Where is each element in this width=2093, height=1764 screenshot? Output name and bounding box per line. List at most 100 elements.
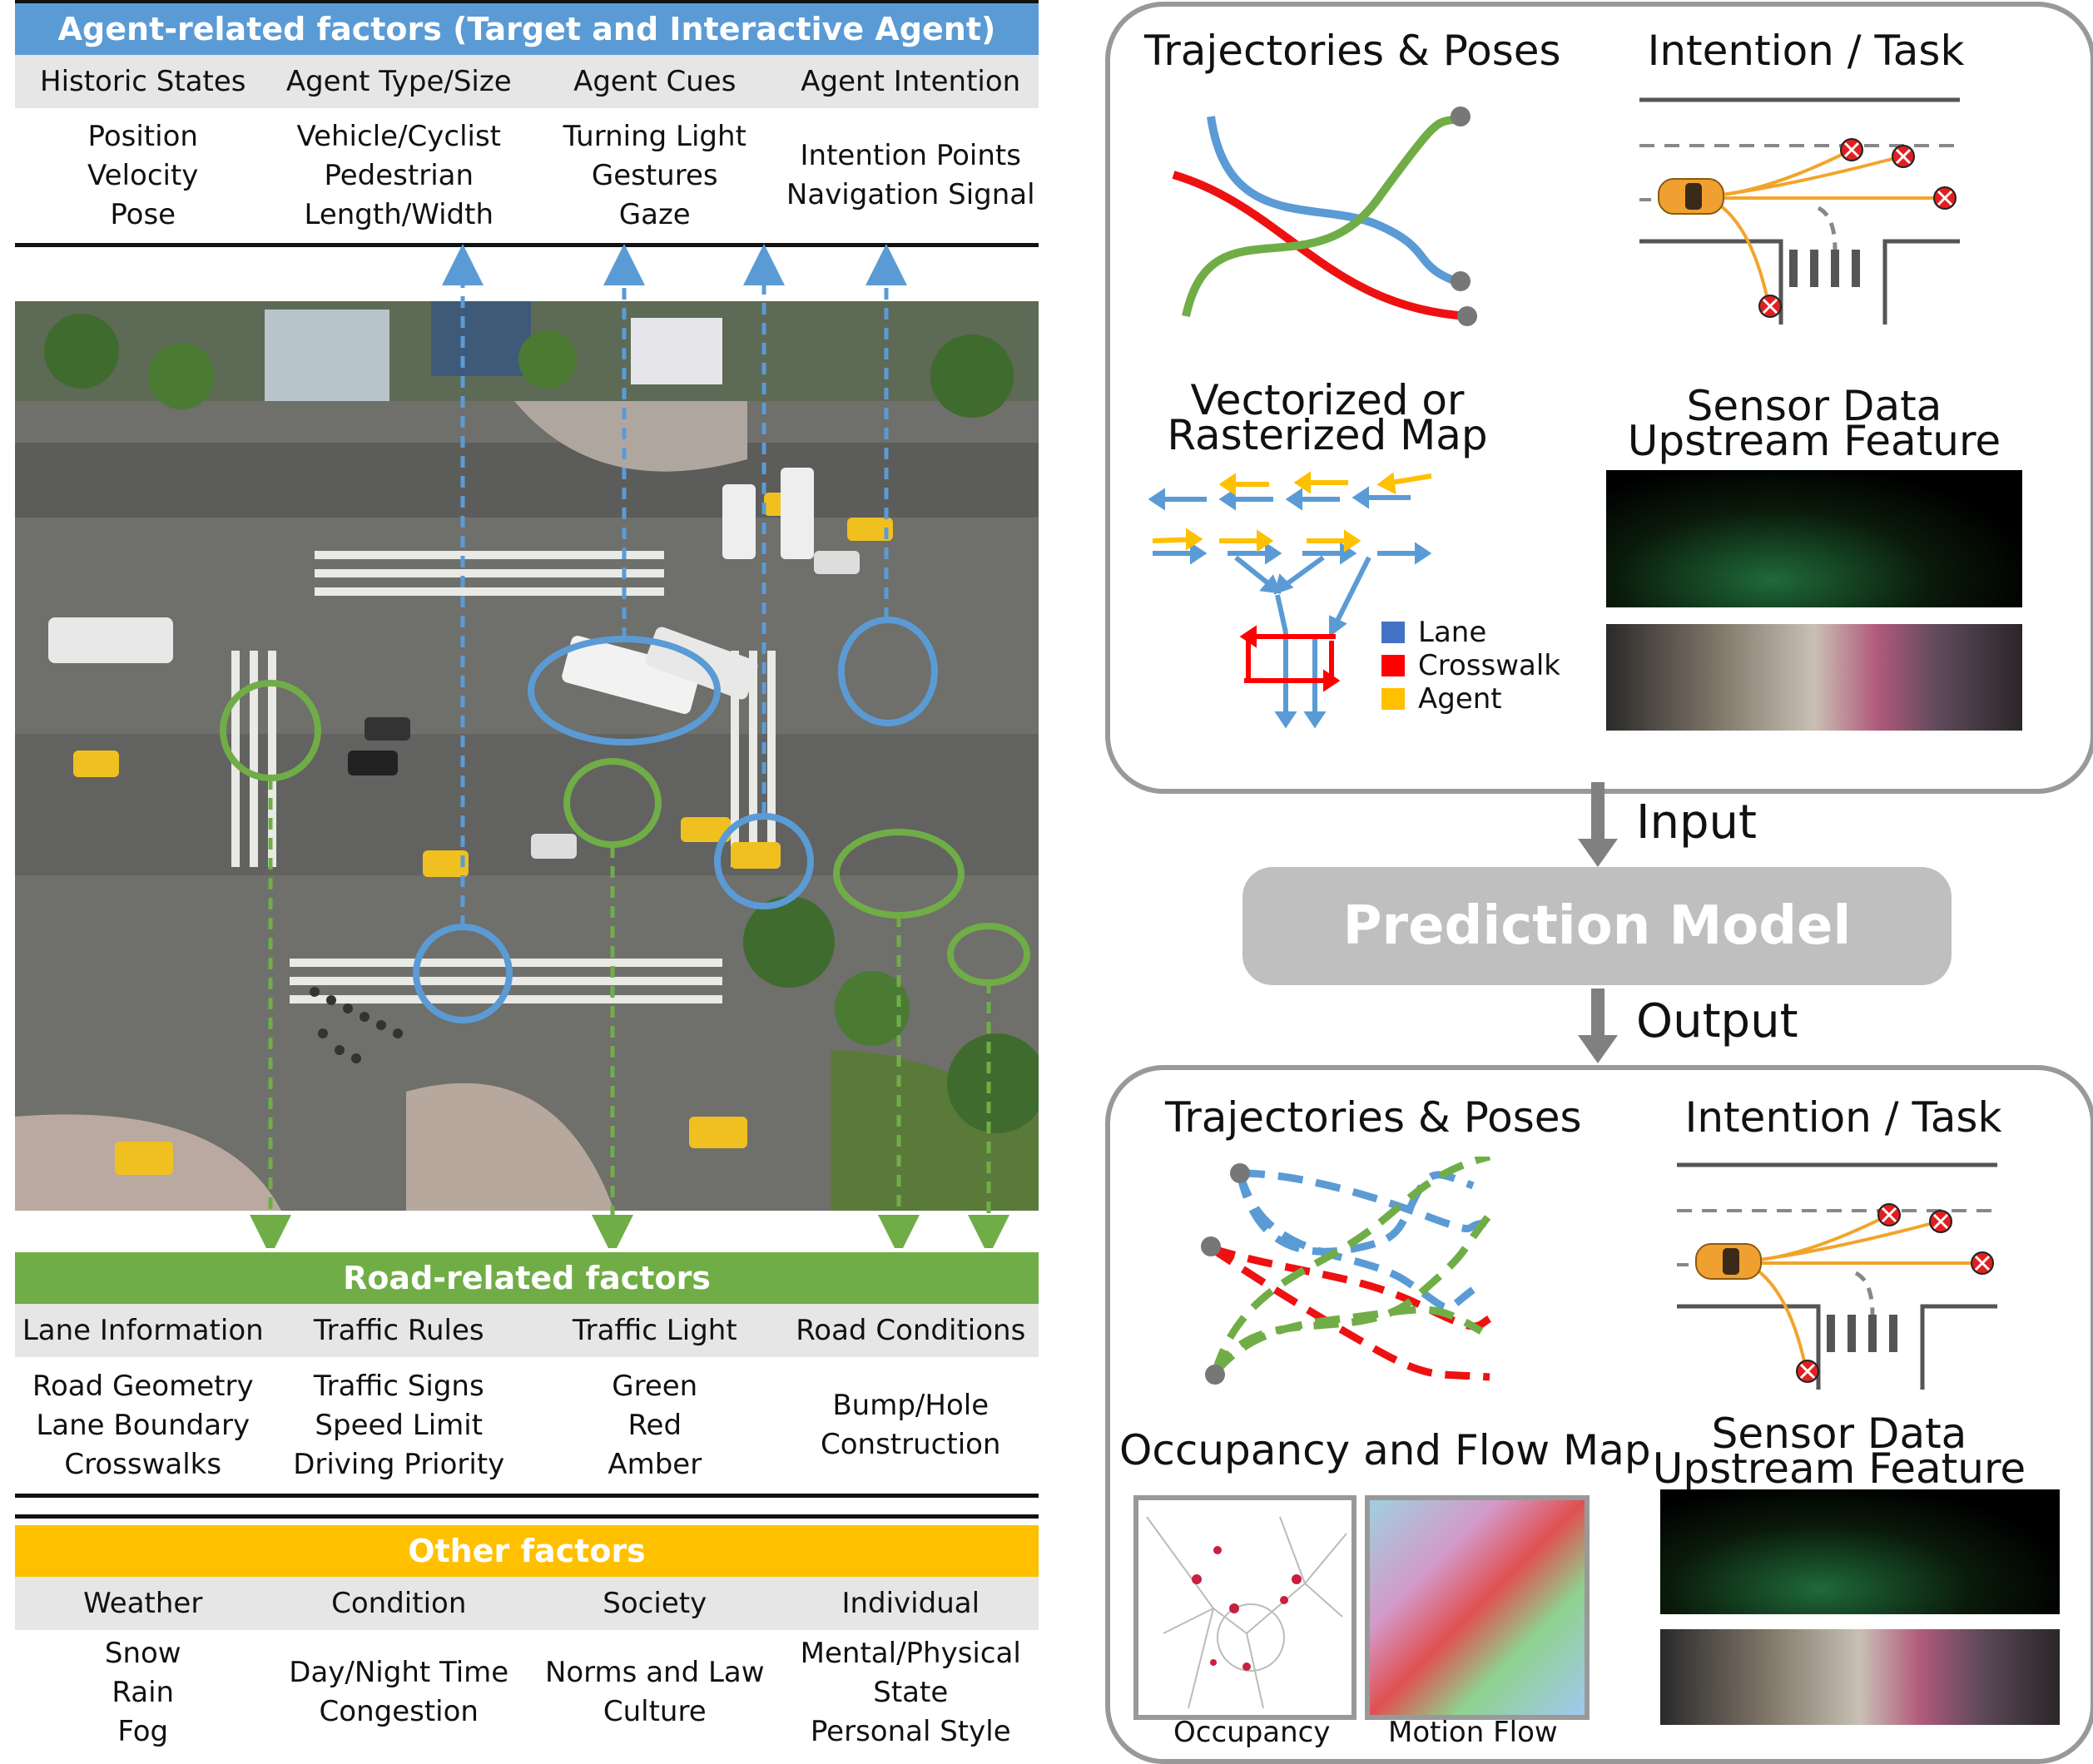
camera-image <box>1660 1629 2060 1725</box>
column-road-conditions: Road Conditions <box>796 1314 1026 1347</box>
green-circle <box>220 680 321 781</box>
value-text: Length/Width <box>304 197 493 231</box>
input-label: Input <box>1636 795 1758 850</box>
column-traffic-rules: Traffic Rules <box>313 1314 484 1347</box>
legend-swatch <box>1381 622 1405 643</box>
column-condition: Condition <box>331 1587 467 1620</box>
traffic-rules-values: Traffic Signs Speed Limit Driving Priori… <box>271 1357 528 1494</box>
value-text: Pedestrian <box>324 158 474 192</box>
value-text: Fog <box>117 1714 169 1748</box>
blue-circle <box>413 924 513 1023</box>
value-text: State <box>873 1675 949 1709</box>
output-label: Output <box>1636 994 1798 1048</box>
value-text: Intention Points <box>800 139 1021 172</box>
column-society: Society <box>603 1587 707 1620</box>
column-historic-states: Historic States <box>40 65 246 98</box>
trajectory-line <box>1211 1157 1491 1375</box>
column-traffic-light: Traffic Light <box>572 1314 737 1347</box>
input-sensor-title-2: Upstream Feature <box>1627 417 2001 465</box>
legend-label: Agent <box>1418 682 1502 716</box>
prediction-model-box: Prediction Model <box>1242 867 1952 985</box>
input-map-title-2: Rasterized Map <box>1167 411 1488 459</box>
camera-image <box>1606 624 2022 731</box>
occupancy-label: Occupancy <box>1173 1716 1331 1749</box>
legend-lane: Lane <box>1381 616 1486 649</box>
trajectory-line <box>1236 1171 1475 1256</box>
legend-swatch <box>1381 655 1405 676</box>
society-values: Norms and Law Culture <box>527 1630 783 1755</box>
road-factors-table: Road-related factors Lane Information Tr… <box>15 1252 1039 1498</box>
other-factors-header: Other factors <box>15 1525 1039 1577</box>
column-weather: Weather <box>83 1587 203 1620</box>
lane-information-values: Road Geometry Lane Boundary Crosswalks <box>15 1357 271 1494</box>
value-text: Traffic Signs <box>313 1369 484 1403</box>
input-sensor-title-1: Sensor Data <box>1686 382 1942 430</box>
blue-circle <box>714 813 814 909</box>
green-circle <box>947 923 1030 986</box>
pose-dot <box>1230 1163 1250 1183</box>
legend-label: Lane <box>1418 616 1487 649</box>
historic-states-values: Position Velocity Pose <box>15 108 271 243</box>
down-arrow-icon <box>1578 839 1618 867</box>
road-conditions-values: Bump/Hole Construction <box>783 1357 1039 1494</box>
pose-dot <box>1451 107 1471 126</box>
occupancy-graphic <box>1146 1516 1347 1709</box>
road-factors-columns: Lane Information Traffic Rules Traffic L… <box>15 1304 1039 1357</box>
legend-agent: Agent <box>1381 682 1502 716</box>
output-intent-title: Intention / Task <box>1684 1093 2002 1142</box>
value-text: Construction <box>821 1428 1001 1461</box>
flow-arrows <box>1578 782 1618 1063</box>
input-trajectories <box>1172 107 1477 326</box>
trajectory-line <box>1172 171 1470 320</box>
value-text: Lane Boundary <box>36 1408 250 1442</box>
annotation-overlay <box>220 244 1030 1248</box>
motion-flow-label: Motion Flow <box>1388 1716 1558 1749</box>
value-text: Congestion <box>319 1695 479 1728</box>
vectorized-map <box>1148 471 1432 729</box>
value-text: Road Geometry <box>32 1369 254 1403</box>
value-text: Driving Priority <box>293 1447 505 1481</box>
value-text: Gestures <box>591 158 718 192</box>
legend-label: Crosswalk <box>1418 649 1560 682</box>
down-arrow-icon <box>1578 1035 1618 1063</box>
column-agent-type: Agent Type/Size <box>285 65 512 98</box>
input-intent-title: Intention / Task <box>1647 27 1965 75</box>
road-factors-header: Road-related factors <box>15 1252 1039 1304</box>
lidar-image <box>1606 470 2022 607</box>
road-factors-values: Road Geometry Lane Boundary Crosswalks T… <box>15 1357 1039 1494</box>
other-factors-table: Other factors Weather Condition Society … <box>15 1525 1039 1755</box>
bottom-rule <box>15 1494 1039 1498</box>
weather-values: Snow Rain Fog <box>15 1630 271 1755</box>
pose-dot <box>1457 306 1477 326</box>
value-text: Turning Light <box>563 119 746 153</box>
top-rule <box>15 0 1039 3</box>
column-agent-cues: Agent Cues <box>573 65 737 98</box>
trajectory-line <box>1212 1306 1484 1375</box>
output-traj-title: Trajectories & Poses <box>1165 1093 1582 1142</box>
agent-factors-table: Agent-related factors (Target and Intera… <box>15 0 1039 247</box>
output-trajectories <box>1201 1157 1500 1385</box>
agent-type-values: Vehicle/Cyclist Pedestrian Length/Width <box>271 108 528 243</box>
legend-crosswalk: Crosswalk <box>1381 649 1560 682</box>
occupancy-map <box>1133 1495 1356 1720</box>
value-text: Red <box>627 1408 682 1442</box>
column-agent-intention: Agent Intention <box>801 65 1021 98</box>
value-text: Personal Style <box>810 1714 1011 1748</box>
input-traj-title: Trajectories & Poses <box>1144 27 1561 75</box>
input-intention <box>1639 97 1960 325</box>
value-text: Day/Night Time <box>289 1656 509 1689</box>
value-text: Navigation Signal <box>786 178 1035 211</box>
green-circle <box>833 829 965 919</box>
trajectory-line <box>1236 1172 1476 1311</box>
other-factors-values: Snow Rain Fog Day/Night Time Congestion … <box>15 1630 1039 1755</box>
blue-circle <box>528 636 721 746</box>
output-sensor-title-2: Upstream Feature <box>1652 1444 2026 1493</box>
value-text: Speed Limit <box>315 1408 484 1442</box>
legend-swatch <box>1381 688 1405 710</box>
pose-dot <box>1201 1236 1221 1256</box>
value-text: Mental/Physical <box>800 1636 1021 1670</box>
lidar-image <box>1660 1489 2060 1614</box>
motion-flow-map <box>1365 1495 1590 1720</box>
output-sensor-title-1: Sensor Data <box>1711 1410 1967 1458</box>
value-text: Crosswalks <box>64 1447 222 1481</box>
